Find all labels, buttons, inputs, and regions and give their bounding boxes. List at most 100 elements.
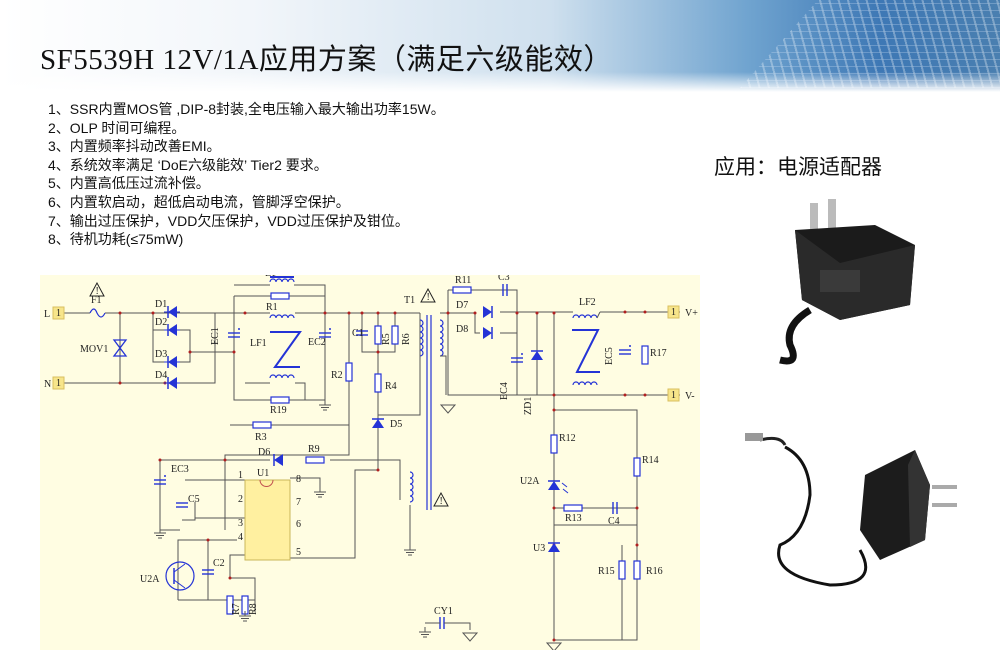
component-label: EC4 [499,382,510,400]
component-label: U1 [257,468,269,479]
junction [635,506,639,510]
component-label: C1 [352,328,364,339]
feature-item: 6、内置软启动，超低启动电流，管脚浮空保护。 [48,193,350,210]
wire [378,313,421,416]
feature-item: 5、内置高低压过流补偿。 [48,175,210,192]
junction [228,576,232,580]
component-label: D4 [155,370,167,381]
resistor-R4 [374,373,382,393]
ground-icon [439,404,457,414]
resistor-R11 [452,286,472,294]
warning-icon [420,287,436,303]
ic-pin-number: 1 [238,470,243,481]
junction [552,638,556,642]
junction [376,468,380,472]
component-label: CY1 [434,606,453,617]
component-label: R1 [266,302,278,313]
component-label: R7 [231,603,242,615]
terminal-Vminus [667,388,680,402]
junction [643,310,647,314]
junction [515,311,519,315]
ic-pin-number: 8 [296,474,301,485]
junction [552,506,556,510]
component-label: C4 [608,516,620,527]
component-label: D6 [258,447,270,458]
component-label: D3 [155,349,167,360]
transformer-T1 [409,315,444,510]
feature-item: 7、输出过压保护，VDD欠压保护，VDD过压保护及钳位。 [48,212,409,229]
eu-plug-adapter-image [745,433,957,587]
junction [376,311,380,315]
terminal-label: L [44,309,50,320]
component-label: MOV1 [80,344,108,355]
capacitor-EC3 [154,475,166,485]
ground-icon [314,487,326,498]
resistor-R9 [305,456,325,464]
component-label: T1 [404,295,415,306]
optocoupler-transistor-U2A [165,561,195,591]
junction [643,393,647,397]
common-mode-choke-LF1 [269,314,302,379]
component-label: D5 [390,419,402,430]
resistor-R17 [641,345,649,365]
warning-icon [89,281,105,297]
component-label: L1 [265,275,276,279]
component-label: EC3 [171,464,189,475]
component-label: R5 [381,333,392,345]
wire [180,329,191,363]
wire [290,469,378,559]
resistor-R14 [633,457,641,477]
ground-icon [404,545,416,556]
capacitor-EC4 [511,353,523,363]
junction [232,350,236,354]
component-label: R9 [308,444,320,455]
terminal-label: V- [685,391,695,402]
junction [223,458,227,462]
capacitor-CY1 [439,617,445,629]
component-label: U2A [140,574,160,585]
component-label: C5 [188,494,200,505]
diode-D4 [164,377,180,389]
component-label: LF2 [579,297,596,308]
ground-icon [319,400,331,411]
junction [376,350,380,354]
terminal-label: N [44,379,51,390]
capacitor-C5 [176,502,188,508]
feature-item: 2、OLP 时间可编程。 [48,119,186,136]
junction [118,381,122,385]
junction [151,311,155,315]
ground-icon [461,632,479,642]
varistor-MOV1 [112,339,128,357]
terminal-pin: 1 [671,390,676,401]
wire [182,502,196,521]
junction [552,311,556,315]
ic-pin-number: 7 [296,497,301,508]
terminal-N [52,376,65,390]
resistor-R16 [633,560,641,580]
junction [188,350,192,354]
component-label: R6 [401,333,412,345]
component-label: F1 [91,295,102,306]
feature-item: 4、系统效率满足 ‘DoE六级能效’ Tier2 要求。 [48,156,328,173]
junction [473,311,477,315]
terminal-label: V+ [685,308,698,319]
component-label: ZD1 [523,397,534,415]
component-label: R16 [646,566,663,577]
component-label: R3 [255,432,267,443]
ic-U1 [244,479,291,561]
warning-mark: ! [96,286,99,297]
junction [393,311,397,315]
feature-item: 1、SSR内置MOS管 ,DIP-8封装,全电压输入最大输出功率15W。 [48,101,445,117]
adapter-photos [745,199,957,587]
capacitor-EC5 [619,345,631,355]
schematic-diagram: 1L1NF1!MOV1D1D2D3D4EC1L1R1LF1R19EC2C1R5R… [40,268,700,652]
component-label: U3 [533,543,545,554]
capacitor-EC2 [319,328,331,338]
component-label: U2A [520,476,540,487]
component-label: LF1 [250,338,267,349]
header-banner [0,0,1000,92]
ground-icon [419,627,431,638]
inductor-L1 [269,276,295,283]
ic-pin-number: 2 [238,494,243,505]
page-title: SF5539H 12V/1A应用方案（满足六级能效） [40,44,613,76]
